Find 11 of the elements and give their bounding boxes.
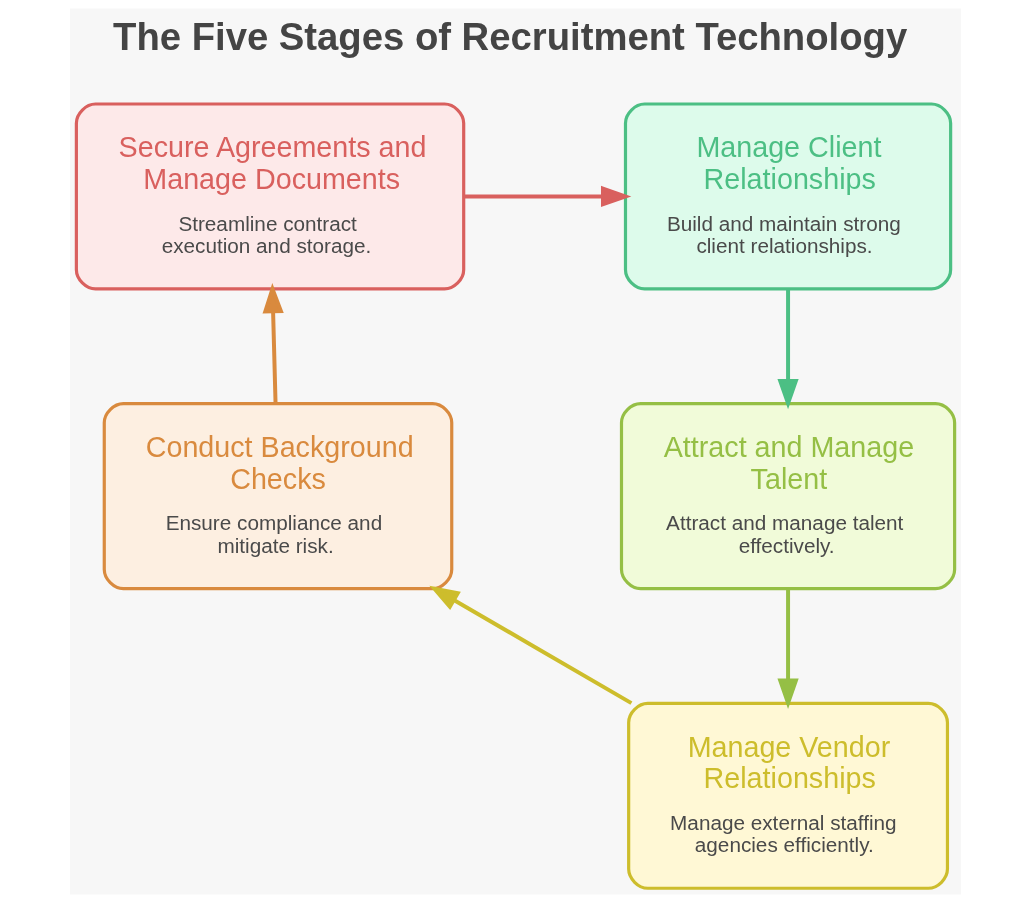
diagram-title: The Five Stages of Recruitment Technology [113, 15, 908, 59]
arrow [777, 289, 799, 410]
node-box: Manage Client Relationships Build and maintain strong client relationships. [623, 102, 953, 291]
arrow [463, 185, 632, 208]
arrow [777, 588, 799, 709]
arrow [429, 585, 633, 705]
arrow [262, 283, 284, 404]
node-box: Manage Vendor Relationships Manage external staffing agencies efficiently. [627, 701, 950, 890]
node-box: Attract and Manage Talent Attract and manage talent effectively. [619, 402, 957, 591]
node-box: Conduct Background Checks Ensure compliance and mitigate risk. [102, 402, 454, 591]
node-box: Secure Agreements and Manage Documents Streamline contract execution and storage. [74, 102, 466, 291]
